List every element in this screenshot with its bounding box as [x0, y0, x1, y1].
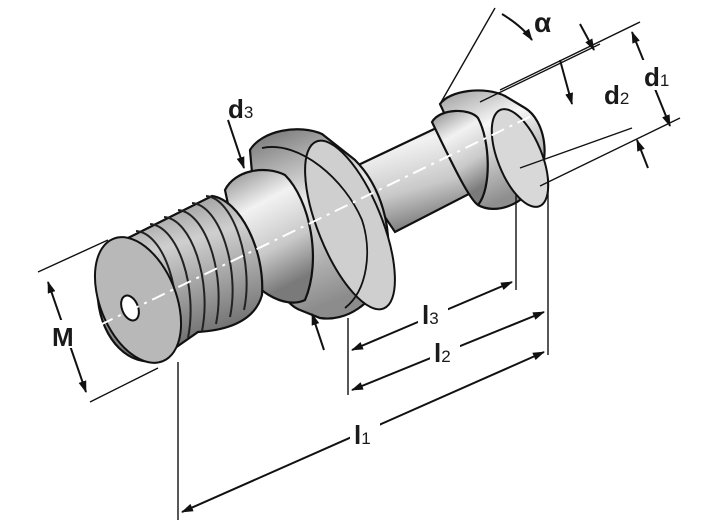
head-neck [430, 109, 489, 207]
label-M: M [52, 322, 74, 352]
dimensioning [37, 7, 681, 520]
label-d2: d2 [604, 80, 629, 110]
dim-d1-arrow-high [579, 23, 595, 51]
dim-d2-line [559, 59, 573, 105]
dim-d1-arrow-low [636, 139, 649, 169]
dim-alpha-arc [501, 13, 533, 41]
thread-crests [121, 195, 248, 353]
label-d1: d1 [644, 62, 669, 92]
label-alpha: α [534, 7, 551, 38]
label-l2: l2 [434, 338, 451, 368]
head-end-face [490, 108, 550, 208]
coolant-bore [120, 294, 140, 322]
center-axis [99, 107, 549, 326]
label-d3: d3 [228, 94, 253, 124]
pull-stud-body [93, 89, 550, 364]
dim-d3-arrow-bottom [311, 313, 325, 351]
dim-d3-arrow-top [227, 119, 245, 169]
label-l3: l3 [422, 300, 439, 330]
label-l1: l1 [354, 420, 371, 450]
thread-end-face [93, 236, 183, 364]
dimension-labels: M d3 α d2 d1 l3 l2 l1 [50, 7, 682, 450]
